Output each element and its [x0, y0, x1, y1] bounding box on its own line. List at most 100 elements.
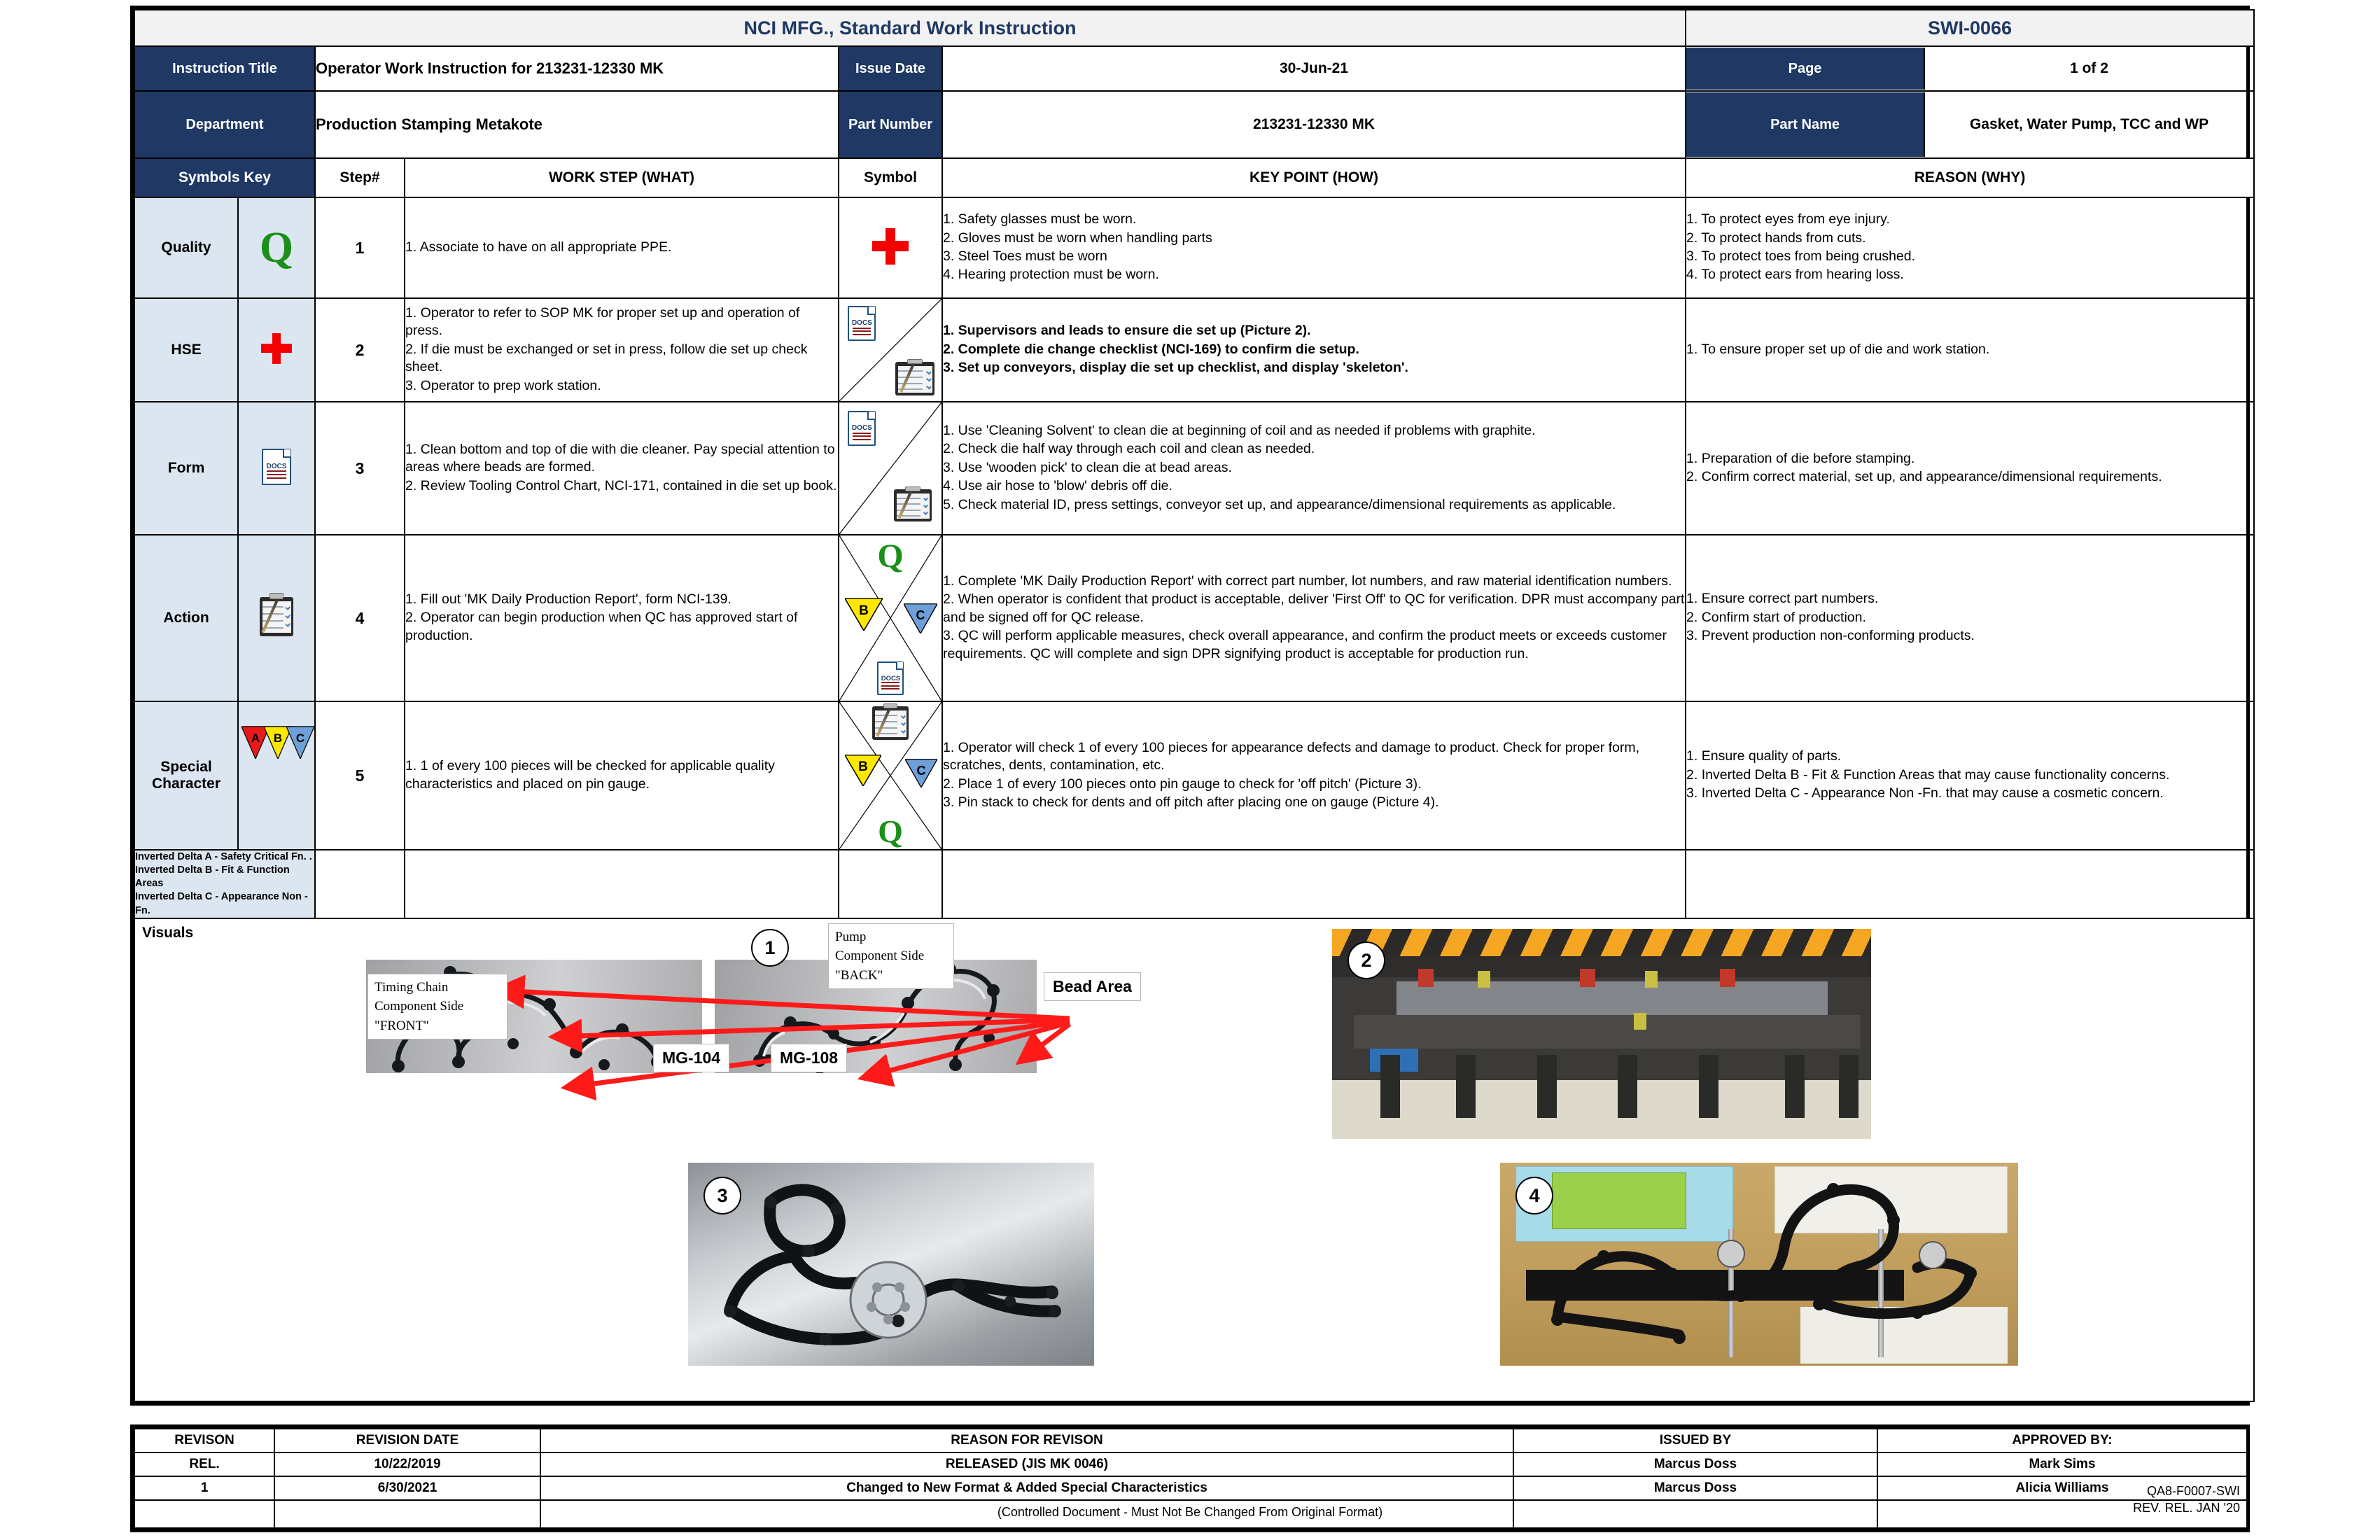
revision-value: 1 — [134, 1476, 275, 1501]
key-point-line: 2. When operator is confident that produ… — [943, 592, 1685, 625]
revision-row — [134, 1499, 2248, 1529]
legend-line: Inverted Delta A - Safety Critical Fn. . — [135, 851, 312, 862]
step-number: 3 — [314, 401, 405, 536]
reason-cell: 1. To ensure proper set up of die and wo… — [1685, 298, 2255, 402]
step-number: 2 — [314, 298, 405, 402]
symbols-key-cell: DOCS — [237, 401, 316, 536]
key-point-line: 3. Pin stack to check for dents and off … — [943, 794, 1439, 810]
revision-approved-value — [1877, 1499, 2248, 1529]
key-point-line: 3. Steel Toes must be worn — [943, 248, 1107, 264]
symbol-cell: Q B C — [838, 534, 943, 702]
reason-cell: 1. To protect eyes from eye injury. 2. T… — [1685, 197, 2255, 299]
col-key-point: KEY POINT (HOW) — [941, 158, 1687, 198]
key-point-line: 1. Operator will check 1 of every 100 pi… — [943, 739, 1640, 774]
issue-date-value: 30-Jun-21 — [941, 46, 1687, 92]
reason-line: 1. Preparation of die before stamping. — [1686, 450, 1915, 466]
delta-b-icon: B — [263, 725, 293, 760]
issue-date-label: Issue Date — [838, 46, 943, 92]
revision-issued-value: Marcus Doss — [1513, 1452, 1878, 1477]
category-label: Form — [134, 401, 239, 536]
red-cross-icon — [261, 332, 292, 364]
header-row2-right: Part Name Gasket, Water Pump, TCC and WP — [1685, 90, 2255, 159]
reason-line: 2. Inverted Delta B - Fit & Function Are… — [1686, 766, 2170, 783]
letter-q-icon: Q — [259, 224, 294, 272]
docs-icon: DOCS — [877, 662, 904, 695]
reason-line: 3. Prevent production non-conforming pro… — [1686, 628, 1975, 644]
work-step-line: 1. Associate to have on all appropriate … — [405, 239, 672, 255]
symbols-key-cell: A B C — [237, 701, 316, 850]
table-row: Action 4 1. Fill out 'MK Daily Productio… — [134, 534, 2255, 702]
visuals-label: Visuals — [142, 924, 194, 941]
key-point-cell: 1. Supervisors and leads to ensure die s… — [941, 298, 1687, 402]
col-symbols-key: Symbols Key — [134, 158, 316, 198]
legend-line: Inverted Delta C - Appearance Non -Fn. — [135, 891, 308, 916]
legend-blank-step — [314, 849, 405, 919]
photo-4-pin-stack — [1500, 1162, 2018, 1366]
revision-date-value: 10/22/2019 — [274, 1452, 541, 1477]
symbol-cell — [838, 197, 943, 299]
callout-3: 3 — [704, 1176, 741, 1214]
work-step-line: 1. Clean bottom and top of die with die … — [405, 441, 835, 475]
part-name-label: Part Name — [1686, 92, 1925, 157]
reason-line: 2. Confirm correct material, set up, and… — [1686, 469, 2162, 484]
work-step-line: 2. Operator can begin production when QC… — [405, 610, 798, 643]
col-revision: REVISON — [134, 1428, 275, 1453]
docs-icon: DOCS — [262, 448, 291, 485]
col-symbol: Symbol — [838, 158, 943, 198]
form-revision: REV. REL. JAN '20 — [2133, 1501, 2240, 1516]
column-header-row: Symbols Key Step# WORK STEP (WHAT) Symbo… — [134, 158, 2255, 198]
key-point-line: 4. Use air hose to 'blow' debris off die… — [943, 478, 1172, 494]
symbol-cell: B C Q — [838, 701, 943, 850]
work-step-cell: 1. Fill out 'MK Daily Production Report'… — [404, 534, 839, 702]
key-point-line: 3. Use 'wooden pick' to clean die at bea… — [943, 459, 1232, 475]
letter-q-icon: Q — [877, 538, 904, 575]
col-work-step: WORK STEP (WHAT) — [404, 158, 839, 198]
clipboard-icon — [895, 358, 934, 396]
tag-timing-chain: Timing Chain Component Side "FRONT" — [368, 973, 507, 1040]
work-step-line: 1. 1 of every 100 pieces will be checked… — [405, 758, 775, 792]
docs-icon: DOCS — [848, 411, 876, 446]
revision-date-value: 6/30/2021 — [274, 1476, 541, 1501]
revision-row: 1 6/30/2021 Changed to New Format & Adde… — [134, 1476, 2248, 1501]
col-reason-for-revision: REASON FOR REVISON — [540, 1428, 1514, 1453]
form-code-block: QA8-F0007-SWI REV. REL. JAN '20 — [2133, 1483, 2240, 1517]
step-number: 1 — [314, 197, 405, 299]
reason-line: 2. Confirm start of production. — [1686, 609, 1866, 625]
category-label: HSE — [134, 298, 239, 402]
header-row1-right: Page 1 of 2 — [1685, 46, 2255, 92]
instruction-table: NCI MFG., Standard Work Instruction SWI-… — [133, 9, 2255, 1402]
legend-blank-reason — [1685, 849, 2255, 919]
red-cross-icon — [872, 227, 909, 265]
revision-reason-value: RELEASED (JIS MK 0046) — [540, 1452, 1514, 1477]
revision-reason-value — [540, 1499, 1514, 1529]
clipboard-icon — [260, 593, 293, 636]
reason-line: 1. To protect eyes from eye injury. — [1686, 211, 1890, 227]
visuals-cell: Visuals — [133, 917, 2255, 1402]
key-point-cell: 1. Complete 'MK Daily Production Report'… — [941, 534, 1687, 702]
reason-cell: 1. Ensure correct part numbers. 2. Confi… — [1685, 534, 2255, 702]
key-point-line: 1. Complete 'MK Daily Production Report'… — [943, 573, 1672, 589]
page-label: Page — [1686, 48, 1925, 90]
bead-area-arrows — [490, 974, 1072, 1100]
delta-c-icon: C — [902, 603, 939, 635]
table-row: Special Character A — [134, 701, 2255, 850]
page-value: 1 of 2 — [1924, 48, 2254, 90]
header-row-1: Instruction Title Operator Work Instruct… — [134, 46, 2255, 92]
tag-mg104: MG-104 — [653, 1043, 730, 1072]
clipboard-icon — [872, 703, 909, 740]
symbol-cell: DOCS — [838, 401, 943, 536]
key-point-line: 2. Place 1 of every 100 pieces onto pin … — [943, 776, 1422, 792]
instruction-title-value: Operator Work Instruction for 213231-123… — [314, 46, 839, 92]
delta-b-icon: B — [844, 597, 884, 632]
category-label: Action — [134, 534, 239, 702]
reason-line: 1. To ensure proper set up of die and wo… — [1686, 341, 1990, 357]
symbols-key-cell — [237, 298, 316, 402]
work-step-cell: 1. Clean bottom and top of die with die … — [404, 401, 839, 536]
revision-table-wrap: REVISON REVISION DATE REASON FOR REVISON… — [130, 1424, 2250, 1532]
delta-c-icon: C — [286, 725, 315, 760]
work-step-cell: 1. Associate to have on all appropriate … — [404, 197, 839, 299]
controlled-document-note: (Controlled Document - Must Not Be Chang… — [997, 1505, 1383, 1519]
reason-line: 3. To protect toes from being crushed. — [1686, 248, 1916, 264]
header-row-2: Department Production Stamping Metakote … — [134, 90, 2255, 159]
